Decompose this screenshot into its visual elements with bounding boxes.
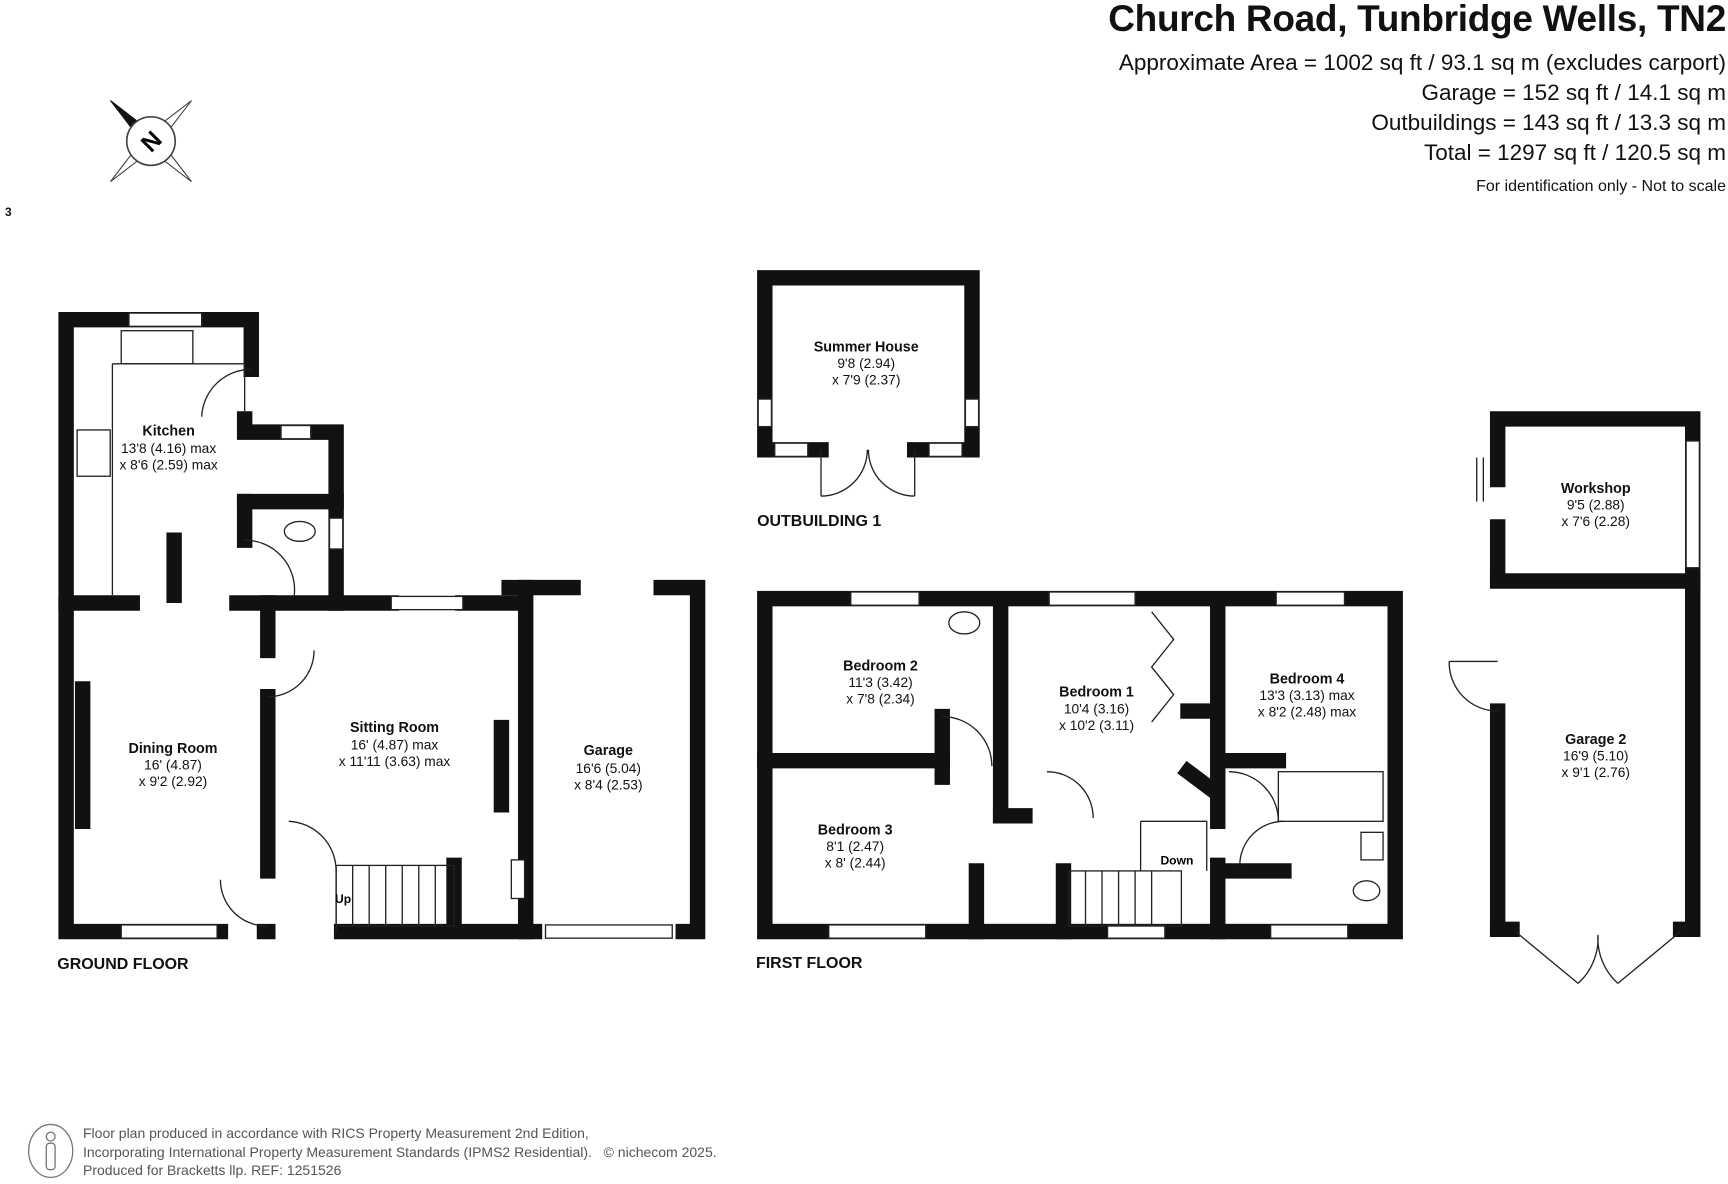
footer-line: Incorporating International Property Mea… (83, 1143, 592, 1160)
stairs-ground (335, 864, 455, 927)
room-name: Garage 2 (1565, 732, 1626, 748)
room-dim: 9'8 (2.94) (837, 356, 895, 371)
ground-floor-label: GROUND FLOOR (57, 956, 189, 973)
stairs-up-label: Up (335, 892, 351, 906)
room-dim: 16' (4.87) (144, 757, 202, 772)
area-total: Total = 1297 sq ft / 120.5 sq m (1423, 140, 1726, 165)
room-dim: 11'3 (3.42) (848, 675, 912, 690)
area-outbuildings: Outbuildings = 143 sq ft / 13.3 sq m (1371, 110, 1726, 135)
room-dim: x 7'6 (2.28) (1562, 514, 1630, 529)
room-dim: 16'9 (5.10) (1563, 749, 1628, 764)
room-dim: x 7'9 (2.37) (832, 373, 900, 388)
stairs-first (1068, 820, 1208, 927)
workshop-garage2-walls (1448, 411, 1701, 984)
room-dining: Dining Room 16' (4.87) x 9'2 (2.92) (129, 741, 218, 789)
copyright: © nichecom 2025. (603, 1143, 717, 1160)
room-name: Sitting Room (350, 720, 439, 736)
room-sitting: Sitting Room 16' (4.87) max x 11'11 (3.6… (339, 720, 451, 769)
room-dim: x 8' (2.44) (825, 856, 886, 871)
room-dim: x 11'11 (3.63) max (339, 754, 451, 769)
room-dim: 16'6 (5.04) (576, 761, 641, 776)
room-dim: 10'4 (3.16) (1064, 701, 1129, 716)
room-dim: 13'8 (4.16) max (121, 441, 216, 456)
room-dim: x 8'4 (2.53) (574, 777, 642, 792)
room-bedroom-3: Bedroom 3 8'1 (2.47) x 8' (2.44) (818, 823, 893, 871)
room-bedroom-1: Bedroom 1 10'4 (3.16) x 10'2 (3.11) (1059, 685, 1134, 733)
room-name: Kitchen (142, 423, 194, 439)
room-dim: x 9'1 (2.76) (1562, 765, 1630, 780)
room-workshop: Workshop 9'5 (2.88) x 7'6 (2.28) (1561, 481, 1631, 529)
room-kitchen: Kitchen 13'8 (4.16) max x 8'6 (2.59) max (119, 423, 217, 472)
person-icon (27, 1123, 74, 1179)
room-dim: x 7'8 (2.34) (846, 691, 914, 706)
outbuilding-label: OUTBUILDING 1 (757, 513, 881, 530)
room-dim: x 8'6 (2.59) max (119, 458, 217, 473)
area-garage: Garage = 152 sq ft / 14.1 sq m (1421, 80, 1726, 105)
room-name: Bedroom 2 (843, 658, 918, 674)
footer-credits: Floor plan produced in accordance with R… (83, 1124, 717, 1180)
page-marker: 3 (5, 205, 12, 219)
room-dim: 8'1 (2.47) (826, 839, 884, 854)
outbuilding-walls (757, 270, 980, 497)
property-title: Church Road, Tunbridge Wells, TN2 (1108, 0, 1726, 39)
room-name: Garage (584, 743, 633, 759)
room-dim: x 10'2 (3.11) (1059, 718, 1134, 733)
room-dim: x 9'2 (2.92) (139, 774, 207, 789)
room-dim: x 8'2 (2.48) max (1258, 705, 1356, 720)
room-garage: Garage 16'6 (5.04) x 8'4 (2.53) (574, 743, 642, 792)
first-floor-walls (757, 590, 1403, 940)
area-summary: Approximate Area = 1002 sq ft / 93.1 sq … (1119, 48, 1726, 168)
stairs-down-label: Down (1160, 853, 1193, 867)
room-summer-house: Summer House 9'8 (2.94) x 7'9 (2.37) (814, 340, 919, 388)
footer-line: Produced for Bracketts llp. REF: 1251526 (83, 1162, 342, 1178)
compass-icon: N (110, 100, 192, 183)
room-name: Workshop (1561, 481, 1631, 497)
footer-line: Floor plan produced in accordance with R… (83, 1125, 589, 1141)
area-approx: Approximate Area = 1002 sq ft / 93.1 sq … (1118, 50, 1726, 75)
room-name: Summer House (814, 340, 919, 356)
ground-floor-walls (58, 311, 706, 940)
room-dim: 13'3 (3.13) max (1259, 688, 1354, 703)
room-dim: 9'5 (2.88) (1567, 497, 1625, 512)
room-name: Bedroom 4 (1270, 671, 1345, 687)
room-name: Bedroom 1 (1059, 685, 1134, 701)
room-garage-2: Garage 2 16'9 (5.10) x 9'1 (2.76) (1562, 732, 1630, 780)
room-name: Bedroom 3 (818, 823, 893, 839)
room-dim: 16' (4.87) max (351, 738, 439, 753)
first-floor-label: FIRST FLOOR (756, 955, 863, 972)
scale-note: For identification only - Not to scale (1476, 178, 1726, 195)
room-name: Dining Room (129, 741, 218, 757)
room-bedroom-2: Bedroom 2 11'3 (3.42) x 7'8 (2.34) (843, 658, 918, 706)
room-bedroom-4: Bedroom 4 13'3 (3.13) max x 8'2 (2.48) m… (1258, 671, 1356, 719)
